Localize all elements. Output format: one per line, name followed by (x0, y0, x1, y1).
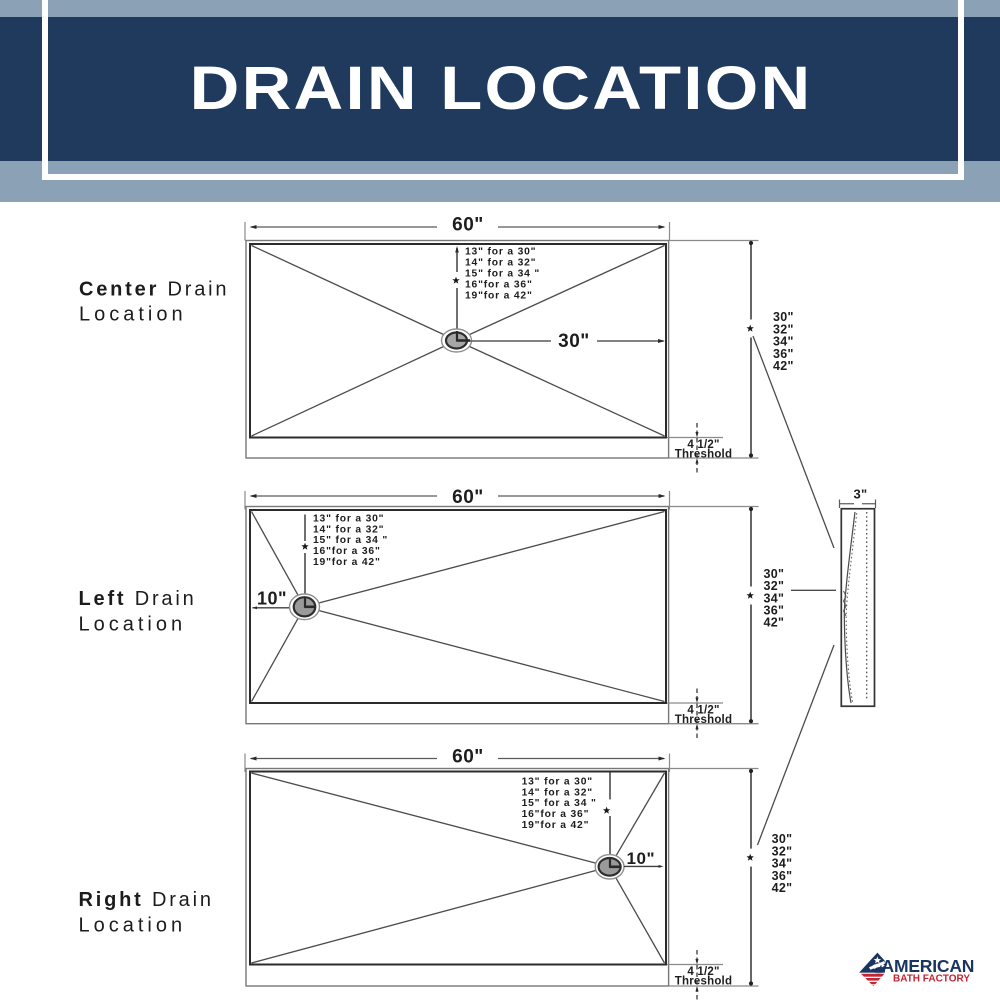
svg-text:30": 30" (558, 331, 590, 352)
svg-text:19"for a 42": 19"for a 42" (313, 557, 381, 568)
svg-text:60": 60" (452, 215, 484, 236)
svg-text:13" for a 30": 13" for a 30" (522, 776, 593, 787)
svg-text:Threshold: Threshold (675, 714, 732, 726)
svg-text:60": 60" (452, 747, 484, 768)
svg-text:19"for a 42": 19"for a 42" (465, 290, 533, 301)
svg-text:14" for a 32": 14" for a 32" (313, 524, 384, 535)
svg-text:4 1/2": 4 1/2" (687, 966, 719, 978)
svg-text:15" for a 34 ": 15" for a 34 " (522, 798, 597, 809)
svg-text:Threshold: Threshold (675, 448, 732, 460)
svg-text:34": 34" (764, 591, 785, 605)
svg-text:36": 36" (773, 347, 794, 361)
svg-text:AMERICAN: AMERICAN (882, 956, 975, 976)
svg-text:3": 3" (854, 487, 868, 502)
svg-text:16"for a 36": 16"for a 36" (465, 279, 533, 290)
svg-text:16"for a 36": 16"for a 36" (522, 809, 590, 820)
svg-text:Location: Location (79, 915, 187, 937)
svg-text:32": 32" (764, 579, 785, 593)
svg-text:42": 42" (772, 881, 793, 895)
svg-text:Left Drain: Left Drain (79, 588, 197, 610)
svg-text:14" for a 32": 14" for a 32" (465, 258, 536, 269)
svg-text:15" for a 34 ": 15" for a 34 " (465, 269, 540, 280)
svg-text:Right Drain: Right Drain (79, 889, 214, 911)
svg-text:36": 36" (772, 869, 793, 883)
svg-text:60": 60" (452, 487, 484, 508)
svg-text:14" for a 32": 14" for a 32" (522, 787, 593, 798)
svg-text:4 1/2": 4 1/2" (687, 439, 719, 451)
svg-text:42": 42" (773, 359, 794, 373)
svg-text:30": 30" (772, 832, 793, 846)
svg-text:16"for a 36": 16"for a 36" (313, 546, 381, 557)
svg-text:13" for a 30": 13" for a 30" (313, 513, 384, 524)
svg-text:30": 30" (764, 567, 785, 581)
svg-text:36": 36" (764, 604, 785, 618)
svg-text:30": 30" (773, 310, 794, 324)
svg-text:32": 32" (773, 322, 794, 336)
svg-text:15" for a 34 ": 15" for a 34 " (313, 535, 388, 546)
svg-text:42": 42" (764, 616, 785, 630)
svg-text:Location: Location (79, 304, 187, 326)
svg-text:BATH FACTORY: BATH FACTORY (893, 973, 970, 984)
svg-text:10": 10" (627, 849, 655, 868)
svg-text:13" for a 30": 13" for a 30" (465, 247, 536, 258)
svg-text:Threshold: Threshold (675, 975, 732, 987)
svg-text:19"for a 42": 19"for a 42" (522, 820, 590, 831)
svg-text:Center Drain: Center Drain (79, 279, 229, 301)
svg-text:10": 10" (257, 589, 287, 609)
svg-text:4 1/2": 4 1/2" (687, 704, 719, 716)
svg-text:34": 34" (773, 335, 794, 349)
svg-text:Location: Location (79, 613, 187, 635)
svg-text:34": 34" (772, 857, 793, 871)
svg-text:32": 32" (772, 844, 793, 858)
